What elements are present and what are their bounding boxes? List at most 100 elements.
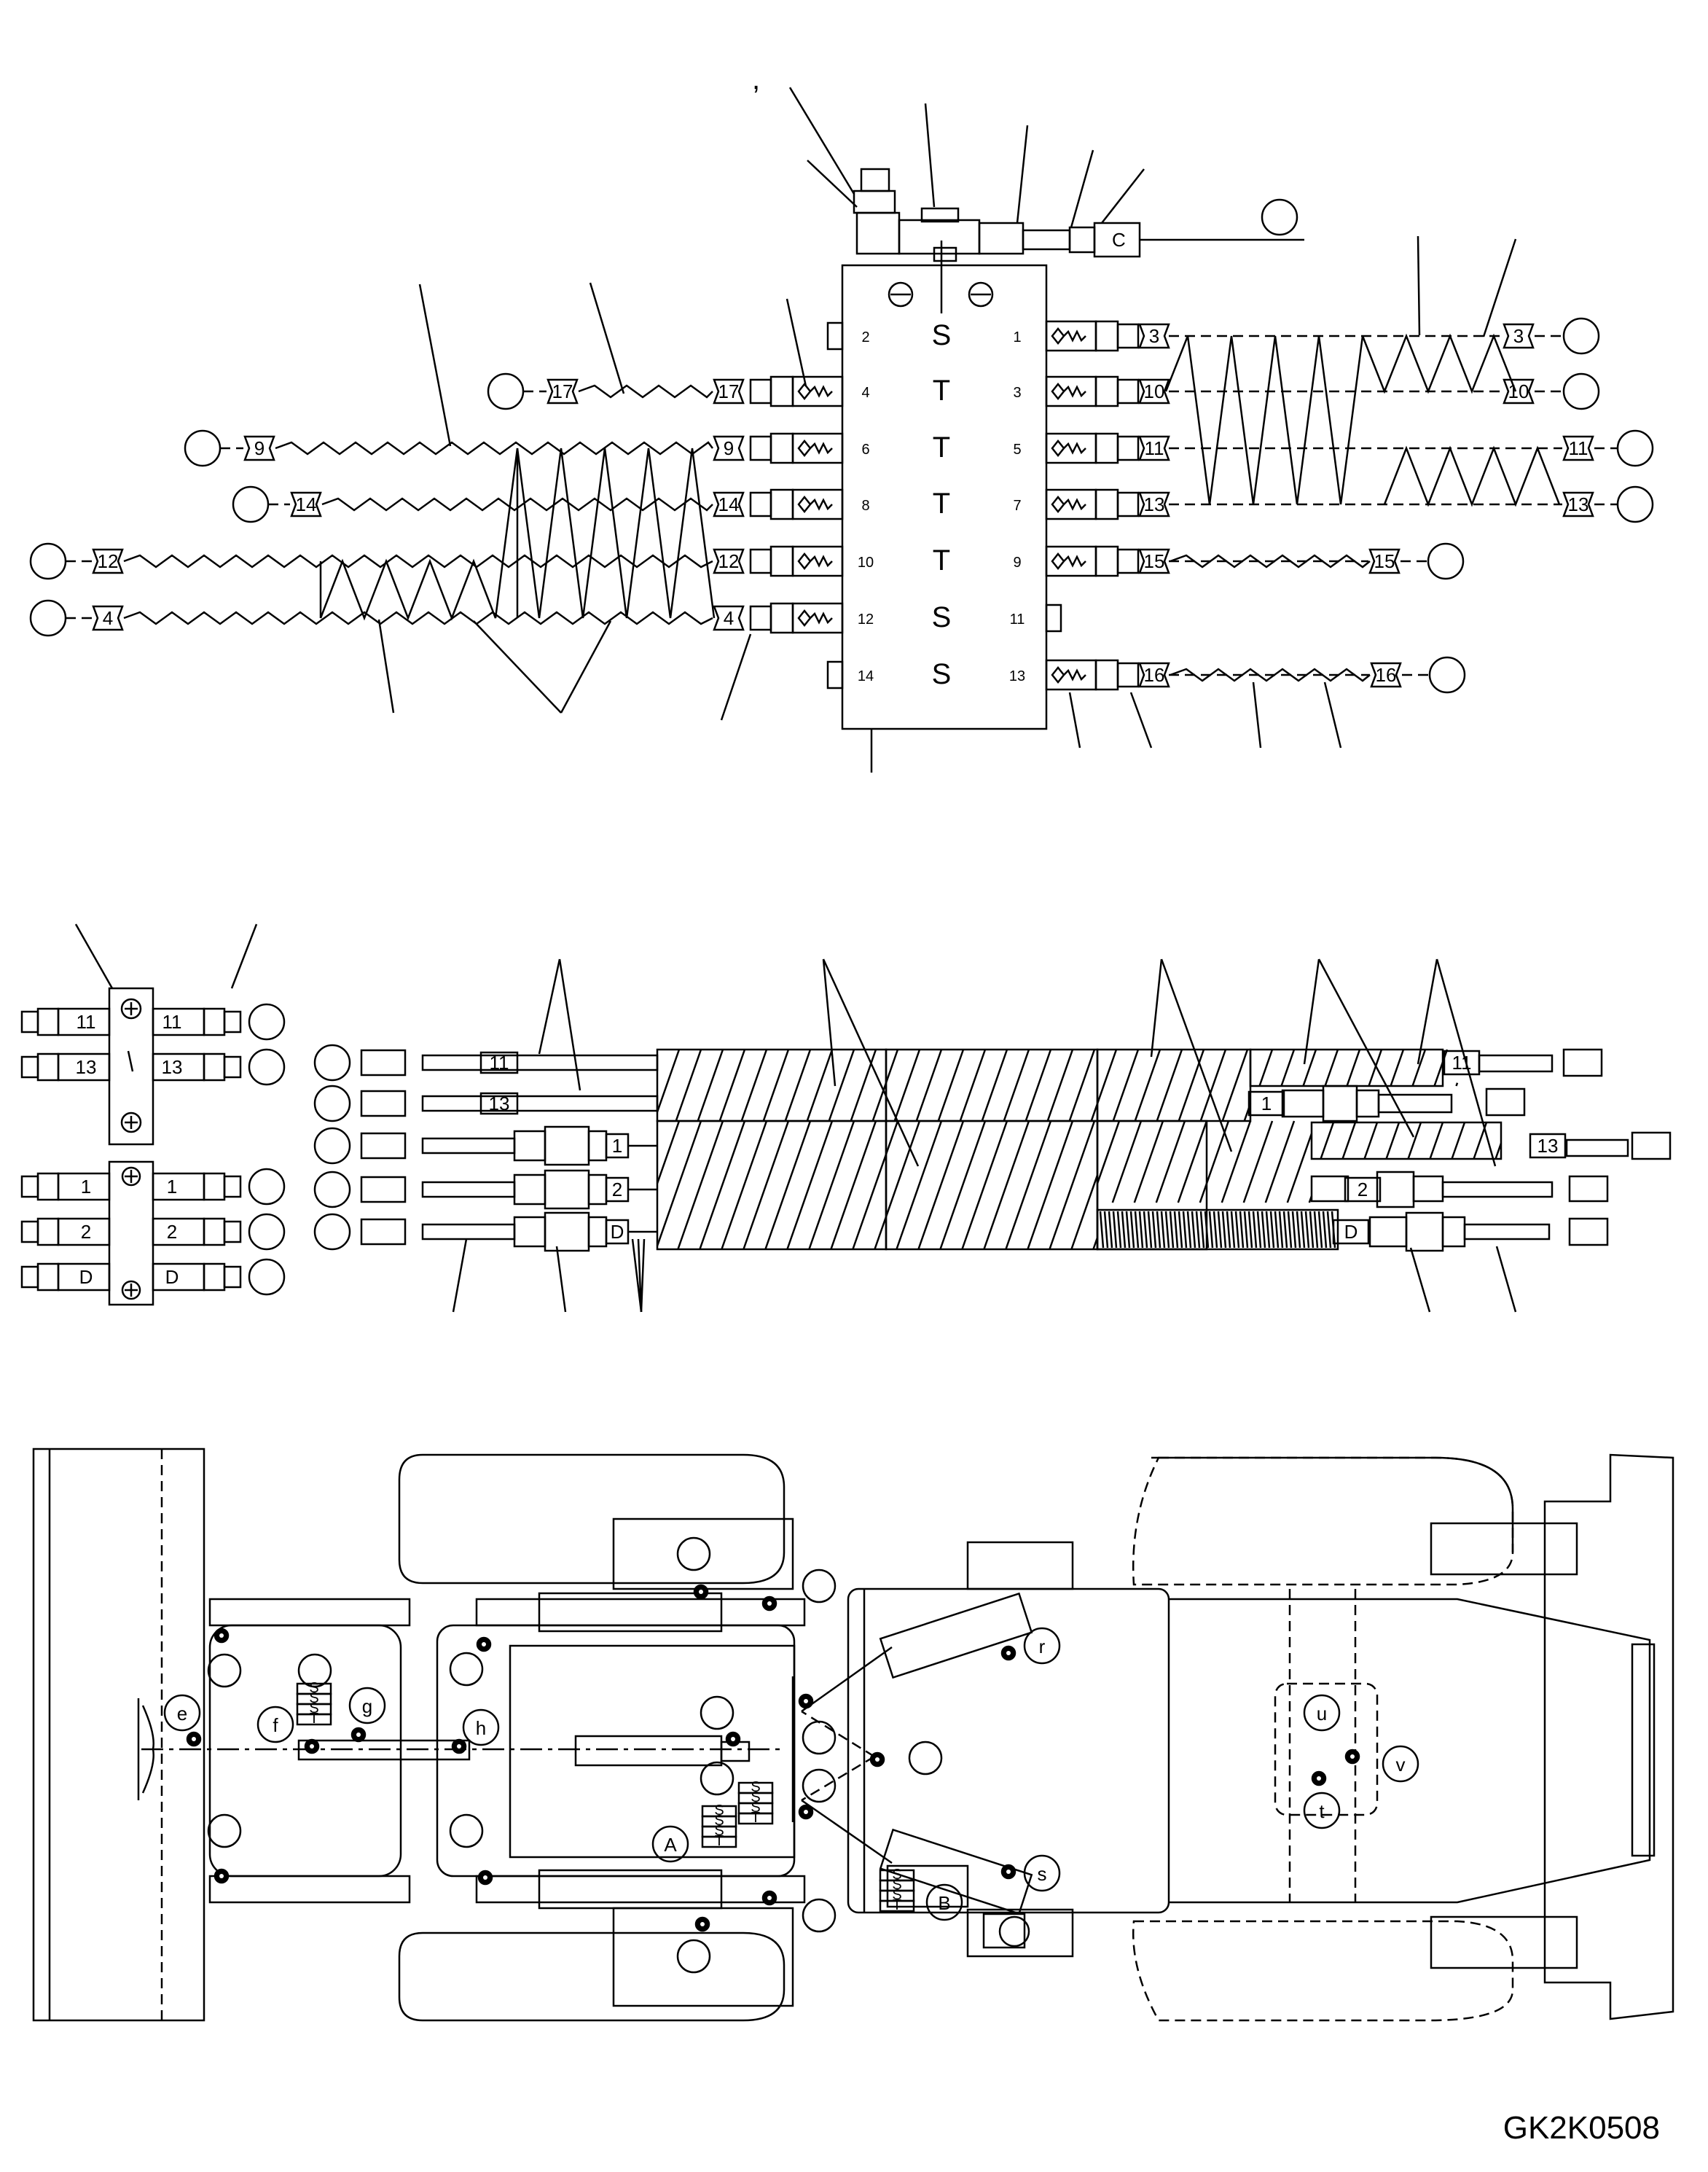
hose-bundle	[1383, 445, 1561, 507]
boom-left-tag: 11	[490, 1052, 509, 1074]
spring-coil	[1129, 1211, 1135, 1249]
hatch-line	[1451, 1122, 1466, 1160]
hose-nut	[1405, 1211, 1444, 1252]
hatch-line	[656, 1049, 681, 1113]
far-hose-tag: 14	[296, 493, 317, 515]
spring-coil	[1274, 1211, 1280, 1249]
fitting	[20, 1055, 39, 1079]
spring-coil	[1239, 1211, 1245, 1249]
grease-plate-cell	[701, 1835, 737, 1848]
fitting	[20, 1175, 39, 1198]
fitting	[36, 1007, 60, 1036]
spring-coil	[1099, 1211, 1105, 1249]
end-cap	[360, 1049, 407, 1077]
hose-line	[578, 384, 713, 399]
right-port-number: 3	[1013, 385, 1021, 401]
hatch-line	[893, 1049, 921, 1122]
callout-circle	[487, 372, 525, 410]
spring-coil	[1234, 1211, 1240, 1249]
end-cap	[1562, 1048, 1603, 1077]
grease-fitting-center	[482, 1642, 486, 1646]
callout-circle	[1616, 429, 1654, 467]
hatch-line	[937, 1049, 965, 1122]
near-hose-tag-shape	[713, 548, 745, 574]
hatch-line	[1221, 1049, 1249, 1122]
callout-circle	[1023, 1854, 1061, 1892]
callout-label: u	[1317, 1703, 1327, 1724]
callout-circle	[313, 1127, 351, 1165]
grease-fitting-center	[1006, 1870, 1011, 1874]
hatch-line	[656, 1120, 681, 1184]
drawing-code: GK2K0508	[1503, 2110, 1660, 2146]
callout-circle	[184, 429, 222, 467]
hatch-line	[656, 1120, 702, 1246]
callout-circle	[1303, 1694, 1341, 1732]
valve-symbol	[1051, 382, 1086, 401]
spring-coil	[1138, 1211, 1144, 1249]
boom-left-tag: D	[611, 1221, 624, 1243]
grease-fitting-center	[731, 1737, 735, 1741]
spring-coil	[1217, 1211, 1223, 1249]
valve-symbol	[1051, 552, 1086, 571]
grease-plate-text: S	[714, 1813, 724, 1829]
hatch-line	[1390, 1049, 1405, 1087]
hatch-line	[1385, 1122, 1401, 1160]
boom-line	[421, 1223, 516, 1241]
grease-fitting-center	[1350, 1754, 1355, 1759]
hatch-line	[675, 1049, 702, 1122]
left-port-number: 12	[858, 612, 874, 628]
grease-plate-text: S	[751, 1800, 760, 1816]
callout-circle	[313, 1213, 351, 1251]
spring-coil	[1226, 1211, 1231, 1249]
near-hose-tag: 4	[724, 607, 734, 629]
label-block	[57, 1172, 111, 1201]
end-cap	[1485, 1087, 1526, 1117]
spring-coil	[1164, 1211, 1170, 1249]
grease-fitting-center	[457, 1744, 461, 1749]
hatch-line	[1049, 1120, 1096, 1250]
near-hose-tag-shape	[1138, 378, 1170, 405]
grease-plate-text: S	[309, 1700, 318, 1716]
hatch-line	[871, 1049, 899, 1122]
valve-nut	[1094, 432, 1119, 464]
valve-nut	[769, 432, 794, 464]
end-cap	[360, 1176, 407, 1203]
end-cap	[360, 1090, 407, 1117]
valve-symbol	[797, 439, 833, 458]
end-cap	[360, 1132, 407, 1160]
grease-fitting-center	[483, 1875, 487, 1880]
hatch-line	[874, 1120, 921, 1250]
near-hose-tag: 11	[1145, 437, 1164, 459]
grease-fitting-center	[767, 1896, 772, 1900]
grease-plate-text: S	[309, 1680, 318, 1696]
fitting	[223, 1265, 242, 1289]
callout-circle	[1382, 1745, 1419, 1783]
hatch-line	[1221, 1120, 1252, 1203]
spring-coil	[1134, 1211, 1140, 1249]
valve-nut	[769, 375, 794, 407]
far-hose-tag-shape	[92, 548, 124, 574]
callout-label: t	[1319, 1800, 1325, 1822]
boom-line	[1463, 1223, 1551, 1241]
hatch-line	[1346, 1049, 1361, 1087]
spring-coil	[1112, 1211, 1118, 1249]
hatch-line	[1258, 1049, 1274, 1087]
spring-coil	[1313, 1211, 1319, 1249]
callout-label: s	[1038, 1863, 1047, 1885]
left-port-number: 8	[861, 498, 869, 514]
swivel-tag: 13	[162, 1056, 183, 1078]
hatch-line	[1027, 1120, 1074, 1250]
fitting	[203, 1262, 226, 1292]
far-hose-tag: 3	[1513, 325, 1524, 347]
fitting	[203, 1217, 226, 1246]
valve-symbol	[1051, 665, 1086, 684]
callout-circle	[163, 1694, 201, 1732]
hatch-line	[677, 1120, 724, 1250]
hose-nut	[1322, 1085, 1358, 1122]
hatch-line	[697, 1049, 724, 1122]
hose-fitting	[1116, 548, 1140, 574]
